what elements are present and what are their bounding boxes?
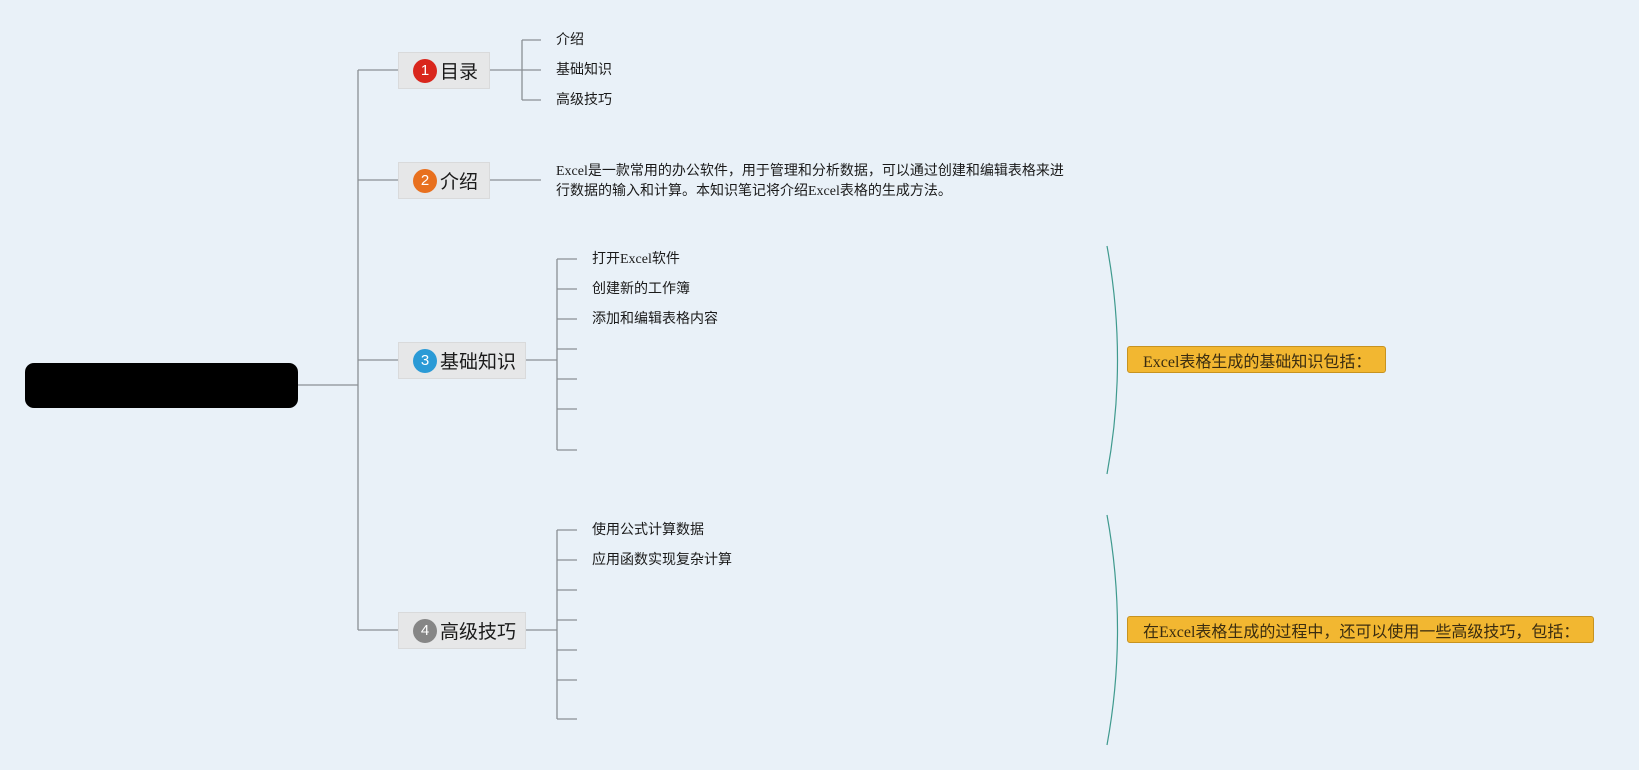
advanced-item[interactable]: 应用函数实现复杂计算: [592, 553, 732, 568]
summary-brace-advanced: [1106, 514, 1119, 746]
topic-advanced[interactable]: 4 高级技巧: [398, 612, 526, 649]
toc-item[interactable]: 介绍: [556, 33, 584, 48]
topic-basics[interactable]: 3 基础知识: [398, 342, 526, 379]
topic-label: 介绍: [440, 171, 479, 193]
topic-label: 高级技巧: [440, 621, 517, 643]
intro-description[interactable]: Excel是一款常用的办公软件，用于管理和分析数据，可以通过创建和编辑表格来进行…: [556, 164, 1064, 199]
summary-advanced[interactable]: 在Excel表格生成的过程中，还可以使用一些高级技巧，包括：: [1127, 616, 1594, 643]
number-badge-icon: 4: [413, 618, 437, 643]
topic-label: 目录: [440, 61, 479, 83]
summary-brace-basics: [1106, 245, 1119, 475]
topic-intro[interactable]: 2 介绍: [398, 162, 490, 199]
basics-item[interactable]: 添加和编辑表格内容: [592, 312, 718, 327]
number-badge-icon: 3: [413, 348, 437, 373]
toc-item[interactable]: 基础知识: [556, 63, 612, 78]
basics-item[interactable]: 创建新的工作簿: [592, 282, 690, 297]
summary-basics[interactable]: Excel表格生成的基础知识包括：: [1127, 346, 1386, 373]
advanced-item[interactable]: 使用公式计算数据: [592, 523, 704, 538]
number-badge-icon: 2: [413, 168, 437, 193]
toc-item[interactable]: 高级技巧: [556, 93, 612, 108]
root-node[interactable]: [25, 363, 298, 408]
number-badge-icon: 1: [413, 58, 437, 83]
topic-toc[interactable]: 1 目录: [398, 52, 490, 89]
basics-item[interactable]: 打开Excel软件: [592, 252, 680, 267]
topic-label: 基础知识: [440, 351, 517, 373]
